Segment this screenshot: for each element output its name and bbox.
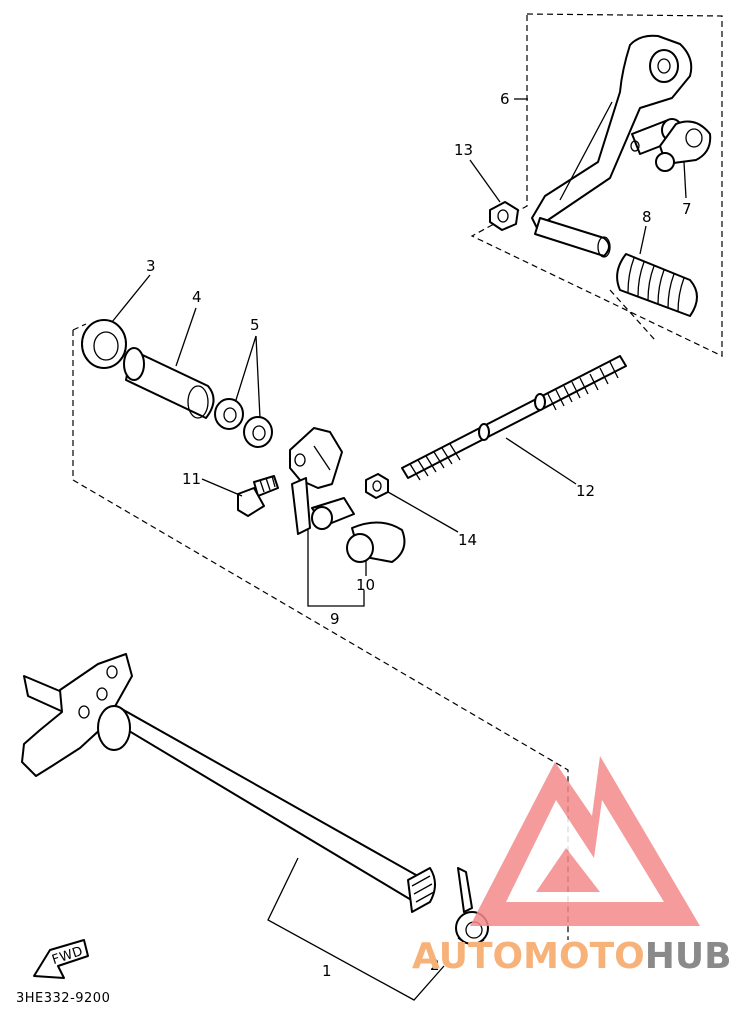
clamp-bolt — [237, 475, 279, 517]
rod-nut — [365, 473, 389, 499]
pedal-shaft-pin — [534, 217, 611, 258]
label-10: 10 — [356, 576, 375, 594]
diagram-code: 3HE332-9200 — [16, 991, 110, 1006]
label-3: 3 — [146, 257, 156, 275]
oil-seal — [81, 319, 127, 369]
fwd-arrow: FWD — [33, 939, 89, 979]
label-6: 6 — [500, 90, 510, 108]
watermark-part-a: AUTOMOTO — [412, 936, 645, 977]
shift-rod — [401, 355, 627, 481]
pedal-rubber — [616, 253, 698, 317]
rod-end-cap — [346, 521, 406, 563]
label-5: 5 — [250, 316, 260, 334]
lever-ball-joint — [311, 497, 355, 530]
label-7: 7 — [682, 200, 692, 218]
shift-lever-clamp — [289, 427, 343, 535]
label-14: 14 — [458, 531, 477, 549]
label-2: 2 — [430, 956, 440, 974]
label-13: 13 — [454, 141, 473, 159]
lever-group-outline — [72, 289, 656, 940]
watermark-part-b: HUB — [645, 936, 732, 977]
pedal-group-outline — [470, 13, 723, 357]
rod-end-joint — [655, 120, 712, 172]
label-1: 1 — [322, 962, 332, 980]
bearing-2 — [243, 416, 273, 448]
label-12: 12 — [576, 482, 595, 500]
pedal-nut — [489, 201, 519, 231]
label-8: 8 — [642, 208, 652, 226]
watermark-text: AUTOMOTOHUB — [412, 936, 732, 977]
shift-pedal-arm — [531, 34, 693, 231]
leader-lines — [111, 98, 687, 1001]
watermark-logo-icon — [470, 756, 700, 926]
shift-shaft — [21, 653, 436, 913]
collar — [123, 347, 215, 419]
label-9: 9 — [330, 610, 340, 628]
label-4: 4 — [192, 288, 202, 306]
bearing-1 — [214, 398, 244, 430]
label-11: 11 — [182, 470, 201, 488]
